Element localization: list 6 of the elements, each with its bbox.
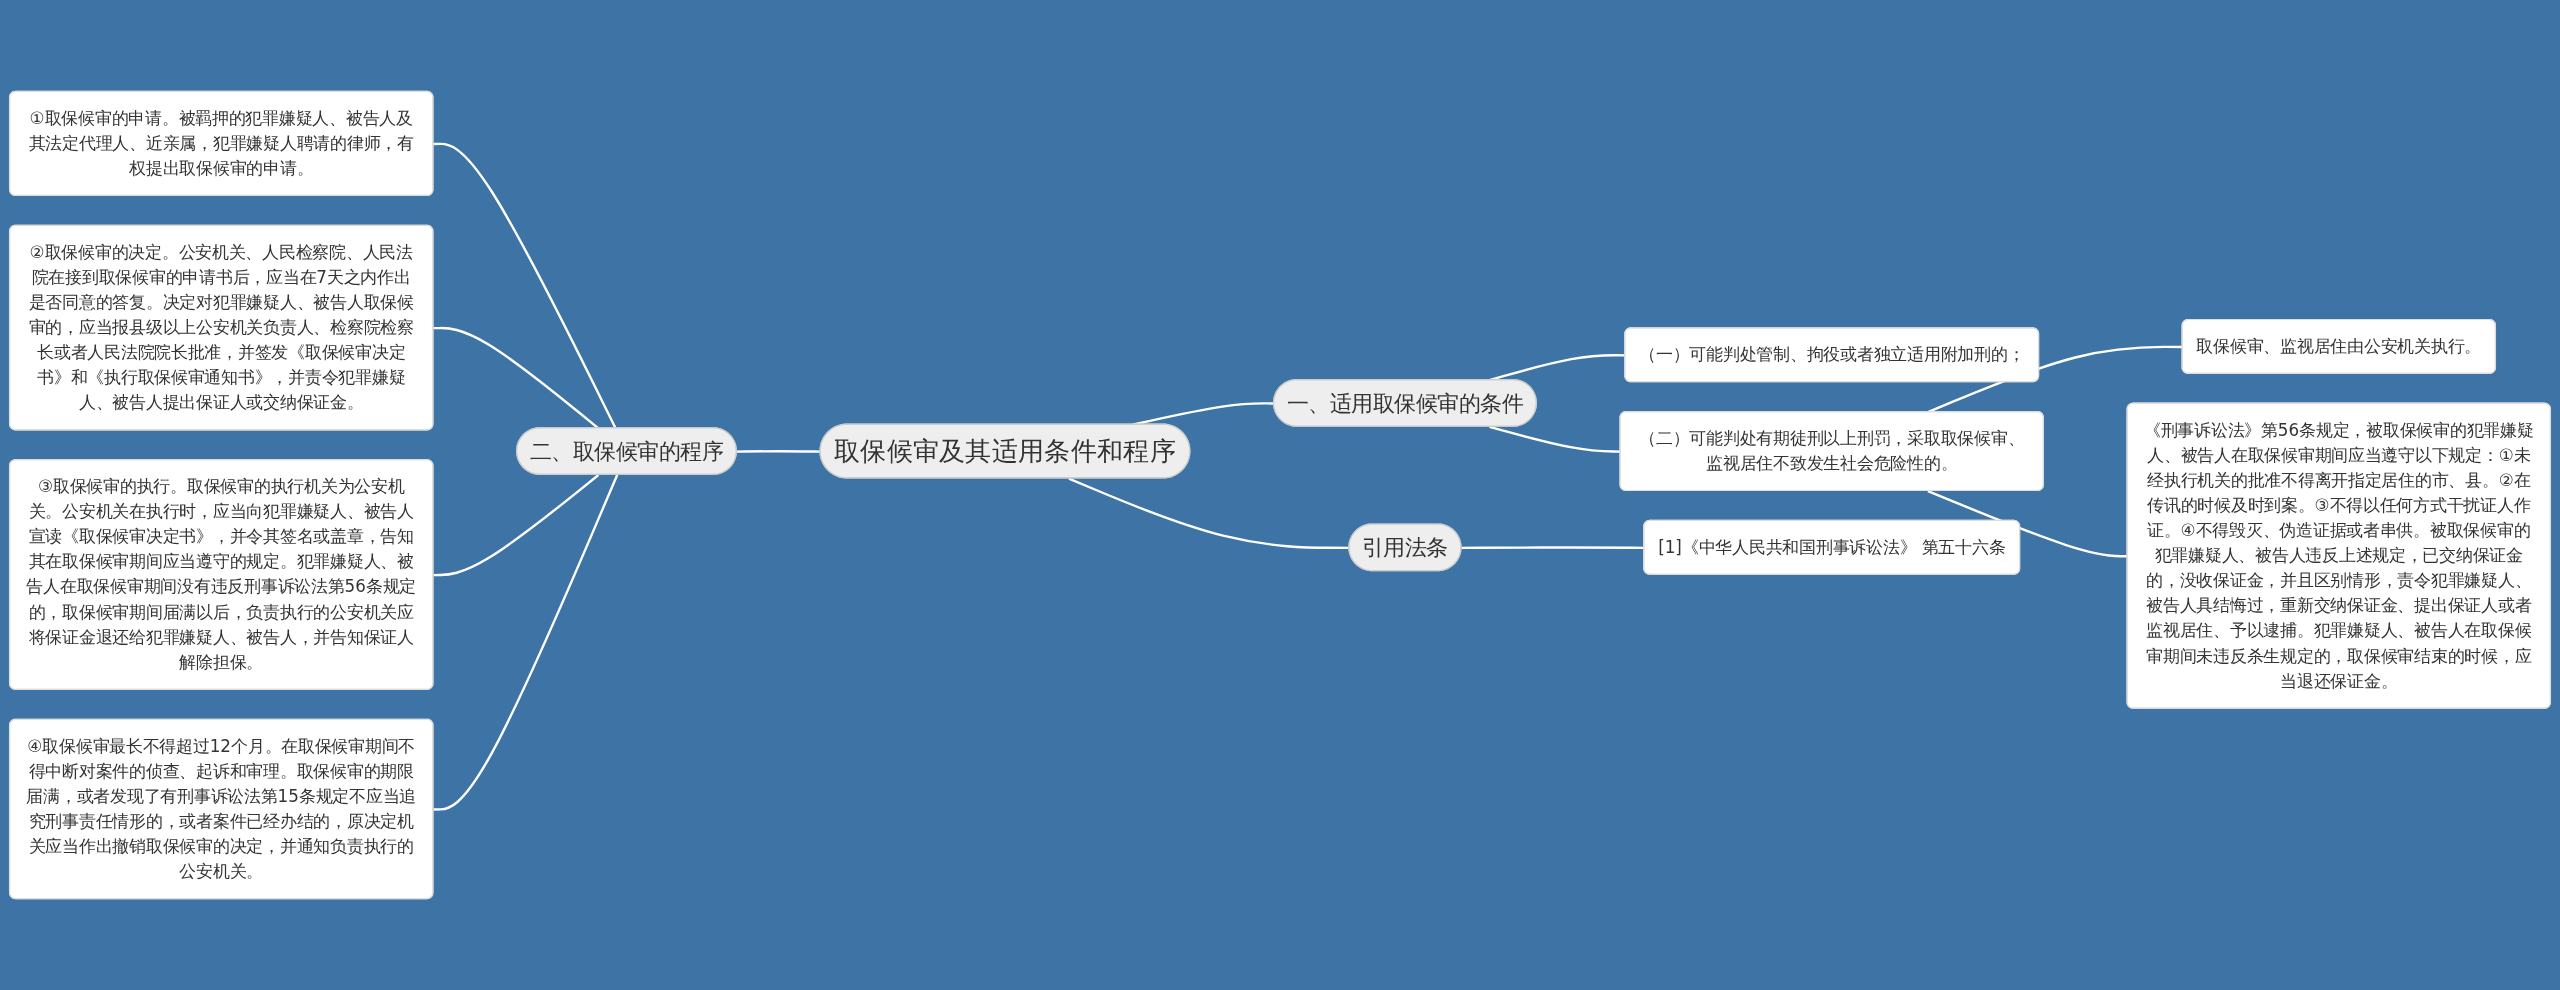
connector bbox=[1489, 425, 1621, 453]
connector bbox=[433, 474, 600, 577]
connector bbox=[433, 474, 619, 811]
connector bbox=[1927, 490, 2128, 558]
connector bbox=[736, 450, 821, 453]
connector bbox=[433, 142, 617, 429]
